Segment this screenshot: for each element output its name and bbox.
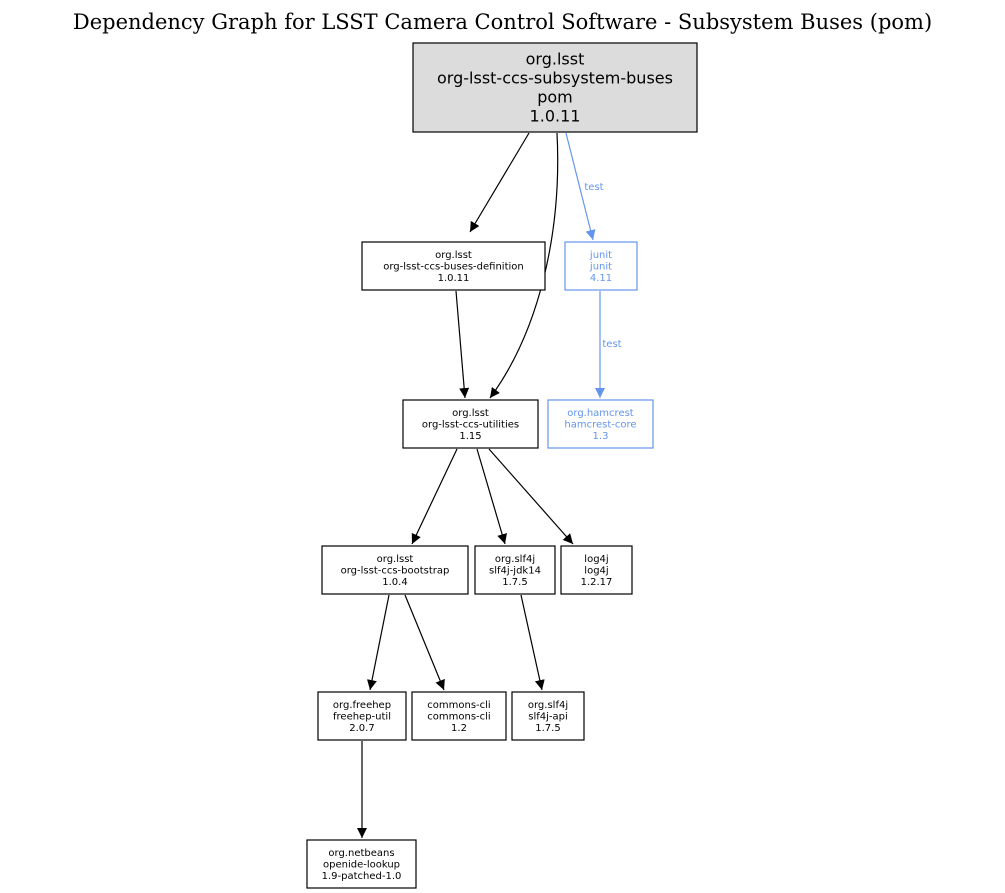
edge-utilities-to-slf4j-jdk14	[476, 448, 507, 545]
node-box	[511, 691, 585, 741]
edge-label: test	[602, 339, 621, 350]
node-version: 1.2.17	[581, 577, 613, 588]
node-openide-lookup[interactable]: org.netbeansopenide-lookup1.9-patched-1.…	[306, 839, 417, 889]
node-group-id: org.hamcrest	[567, 408, 634, 419]
node-group-id: log4j	[584, 554, 608, 565]
node-artifact-id: commons-cli	[427, 711, 490, 722]
edge-buses-definition-to-utilities	[455, 290, 470, 399]
node-box	[402, 399, 539, 449]
node-group-id: org.slf4j	[528, 700, 568, 711]
graph-title: Dependency Graph for LSST Camera Control…	[72, 10, 933, 34]
node-group-id: org.slf4j	[495, 554, 535, 565]
node-group-id: org.lsst	[435, 250, 472, 261]
node-version: 1.0.11	[530, 107, 581, 126]
edge-slf4j-jdk14-to-slf4j-api	[520, 594, 545, 691]
node-box	[317, 691, 407, 741]
node-version: 1.0.11	[438, 273, 470, 284]
node-box	[412, 42, 698, 133]
node-group-id: org.lsst	[526, 50, 585, 69]
node-artifact-id: slf4j-jdk14	[489, 565, 541, 576]
node-root[interactable]: org.lsstorg-lsst-ccs-subsystem-busespom1…	[412, 42, 698, 133]
edge-utilities-to-log4j	[488, 448, 574, 545]
node-box	[547, 399, 654, 449]
node-group-id: org.netbeans	[328, 848, 394, 859]
node-version: 2.0.7	[349, 723, 374, 734]
node-group-id: commons-cli	[427, 700, 490, 711]
node-box	[321, 545, 469, 595]
node-artifact-id: org-lsst-ccs-subsystem-buses	[437, 69, 673, 88]
node-version: 1.2	[451, 723, 467, 734]
node-box	[474, 545, 556, 595]
node-artifact-id: slf4j-api	[528, 711, 568, 722]
node-box	[411, 691, 507, 741]
node-artifact-id: org-lsst-ccs-buses-definition	[383, 261, 524, 272]
edge-utilities-to-bootstrap	[411, 448, 458, 545]
node-artifact-id: junit	[589, 261, 612, 272]
node-version: 1.3	[593, 431, 609, 442]
node-group-id: junit	[589, 250, 612, 261]
edge-root-to-buses-definition	[469, 132, 530, 233]
node-version: 1.7.5	[535, 723, 560, 734]
node-version: 1.7.5	[502, 577, 527, 588]
node-group-id: org.lsst	[452, 408, 489, 419]
edge-bootstrap-to-freehep-util	[367, 594, 390, 691]
node-box	[560, 545, 633, 595]
node-artifact-id: openide-lookup	[323, 859, 400, 870]
node-version: 1.9-patched-1.0	[322, 871, 402, 882]
edge-bootstrap-to-commons-cli	[404, 594, 445, 691]
node-artifact-id: freehep-util	[333, 711, 391, 722]
node-artifact-id: log4j	[584, 565, 608, 576]
edge-root-to-junit	[565, 132, 596, 241]
edge-label: test	[584, 182, 603, 193]
node-buses-definition[interactable]: org.lsstorg-lsst-ccs-buses-definition1.0…	[361, 241, 546, 291]
node-box	[564, 241, 638, 291]
node-box	[306, 839, 417, 889]
node-artifact-id: org-lsst-ccs-bootstrap	[341, 565, 450, 576]
node-version: 1.15	[459, 431, 481, 442]
node-group-id: org.lsst	[377, 554, 414, 565]
node-box	[361, 241, 546, 291]
node-group-id: org.freehep	[333, 700, 391, 711]
node-version: 4.11	[590, 273, 612, 284]
node-artifact-id: org-lsst-ccs-utilities	[422, 419, 519, 430]
node-artifact-id: hamcrest-core	[564, 419, 636, 430]
node-version: pom	[537, 88, 573, 107]
node-version: 1.0.4	[382, 577, 407, 588]
